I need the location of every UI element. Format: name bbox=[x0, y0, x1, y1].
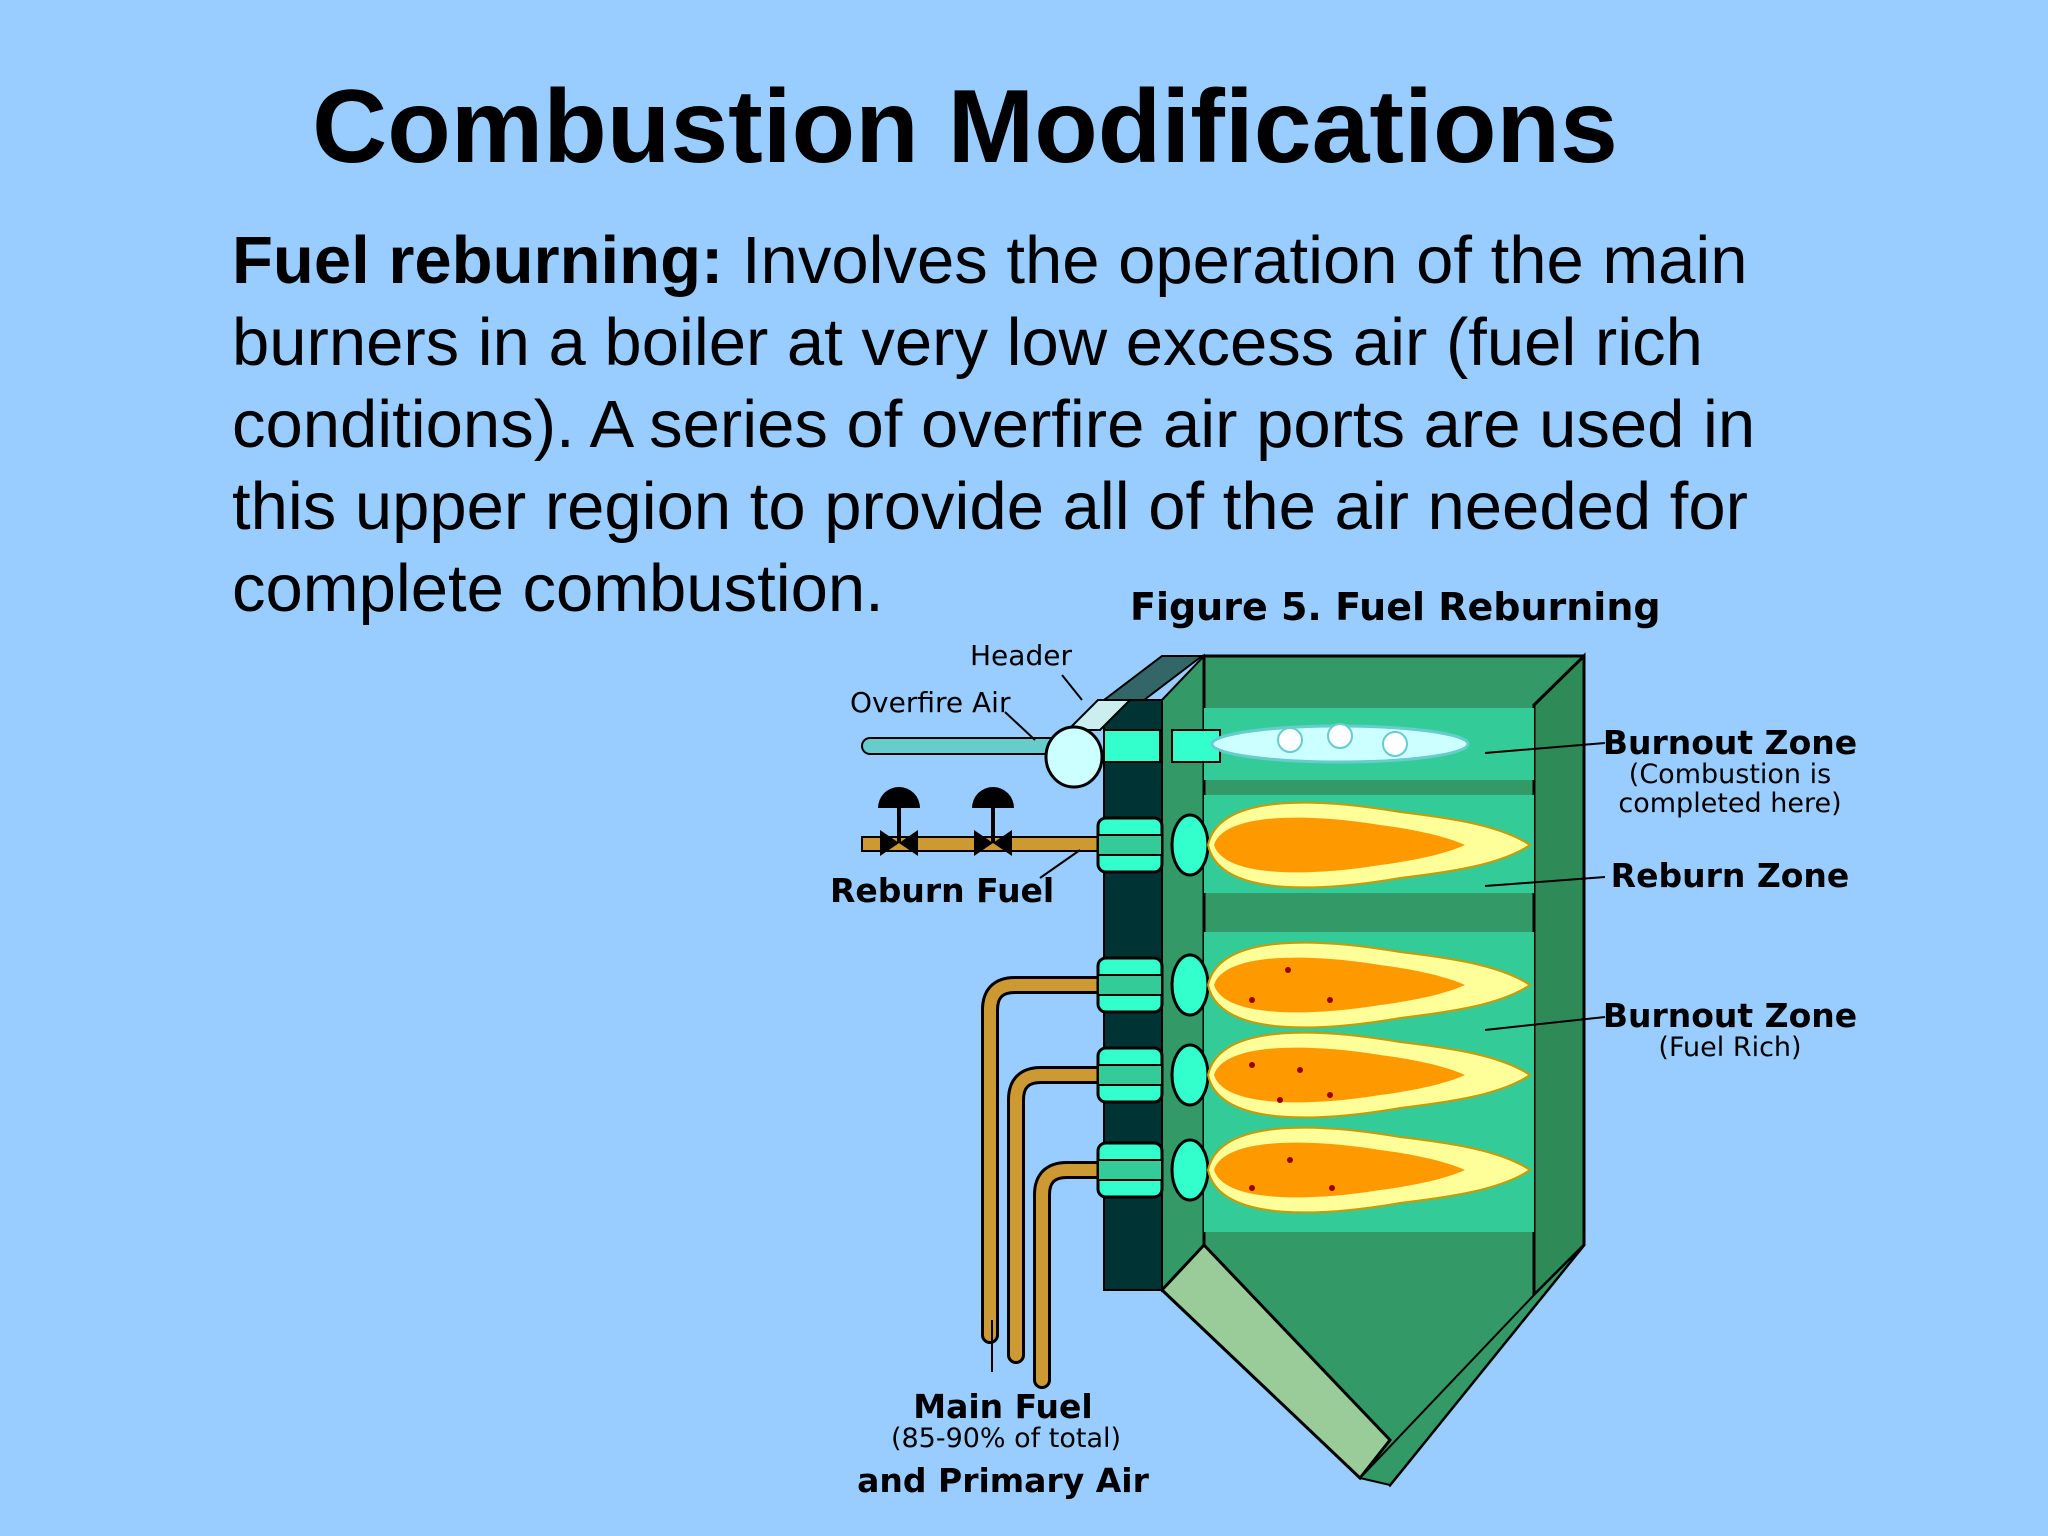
reburn-zone-label: Reburn Zone bbox=[1611, 856, 1850, 895]
header-tube bbox=[1065, 699, 1133, 731]
header bbox=[1044, 725, 1104, 789]
body-lead: Fuel reburning: bbox=[232, 223, 724, 298]
leader-lines bbox=[991, 674, 1606, 1372]
main-fuel-note: (85-90% of total) bbox=[891, 1423, 1121, 1454]
overfire-air-assembly bbox=[861, 699, 1470, 789]
hopper-right bbox=[1358, 1244, 1585, 1487]
reburn-fuel-assembly bbox=[861, 787, 1103, 856]
main-fuel-pipe-2 bbox=[1007, 1066, 1109, 1364]
reburn-burner bbox=[1096, 813, 1210, 877]
main-burner-1 bbox=[1096, 953, 1210, 1017]
body-text: Involves the operation of the main burne… bbox=[232, 223, 1756, 626]
reburn-fuel-label: Reburn Fuel bbox=[830, 871, 1054, 910]
burners bbox=[1096, 813, 1210, 1202]
overfire-port-outer bbox=[1103, 729, 1161, 763]
header-label: Header bbox=[970, 639, 1072, 672]
air-puff bbox=[1277, 727, 1303, 753]
slide-title: Combustion Modifications bbox=[312, 69, 1618, 185]
burnout-zone-bottom-label: Burnout Zone bbox=[1603, 996, 1857, 1035]
air-puff bbox=[1327, 723, 1353, 749]
main-flame-2 bbox=[1206, 1031, 1532, 1119]
hopper bbox=[1159, 1242, 1392, 1481]
valve-icon bbox=[972, 787, 1014, 856]
main-fuel-pipe-3 bbox=[1033, 1161, 1109, 1389]
main-flame-3 bbox=[1206, 1126, 1532, 1214]
overfire-port-inner bbox=[1171, 729, 1221, 763]
figure-caption: Figure 5. Fuel Reburning bbox=[1130, 585, 1661, 629]
burnout-zone-top-note-2: completed here) bbox=[1618, 788, 1841, 819]
main-flame-1 bbox=[1206, 941, 1532, 1029]
burnout-zone-top-label: Burnout Zone bbox=[1603, 723, 1857, 762]
body-paragraph: Fuel reburning: Involves the operation o… bbox=[232, 220, 1872, 630]
reburn-flame bbox=[1206, 801, 1532, 889]
burnout-zone-bottom-note: (Fuel Rich) bbox=[1658, 1032, 1801, 1063]
main-fuel-pipes bbox=[981, 976, 1109, 1389]
overfire-air-label: Overfire Air bbox=[850, 686, 1011, 719]
main-fuel-label: Main Fuel bbox=[913, 1387, 1093, 1426]
boiler-right-wall bbox=[1532, 652, 1586, 1299]
air-puff bbox=[1382, 731, 1408, 757]
main-burner-3 bbox=[1096, 1138, 1210, 1202]
flames bbox=[1206, 801, 1532, 1214]
primary-air-label: and Primary Air bbox=[857, 1461, 1149, 1500]
burnout-zone-top-note-1: (Combustion is bbox=[1629, 759, 1831, 790]
valve-icon bbox=[878, 787, 920, 856]
main-burner-2 bbox=[1096, 1043, 1210, 1107]
